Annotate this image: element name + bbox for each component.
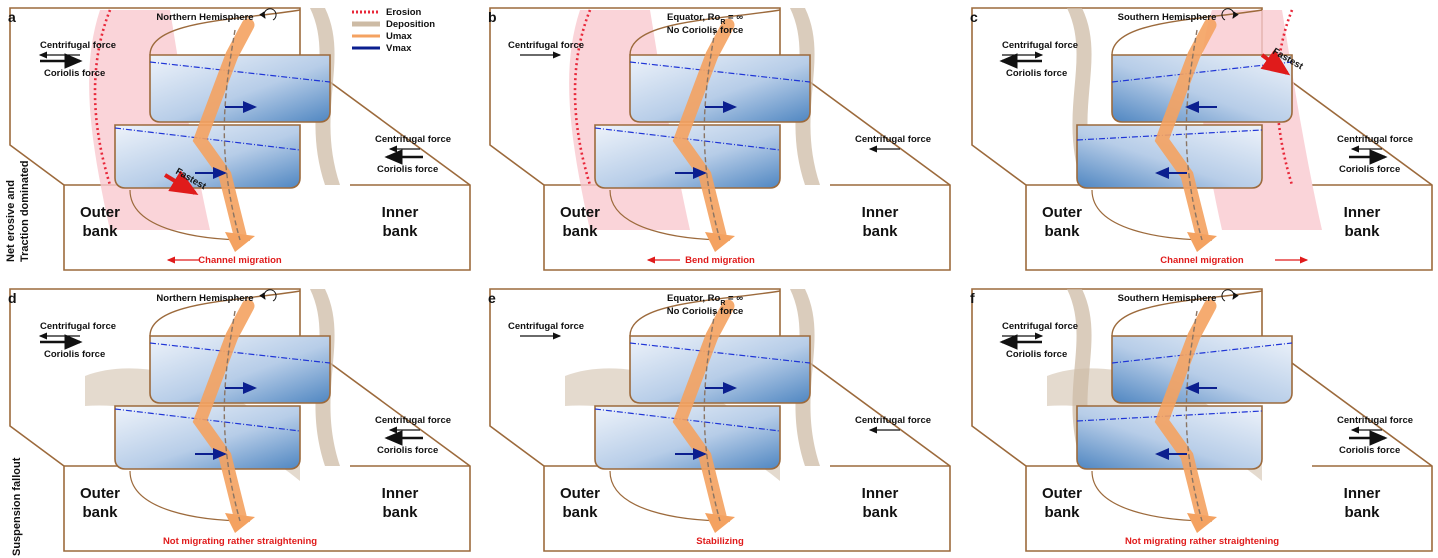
panel-letter-d: d: [8, 290, 17, 306]
panel-d: dNorthern HemisphereCentrifugal forceCor…: [8, 289, 470, 551]
panel-caption-f: Not migrating rather straightening: [1125, 536, 1279, 547]
inner-bank-label-2: bank: [382, 504, 418, 521]
panel-title-a: Northern Hemisphere: [156, 12, 253, 23]
panel-letter-a: a: [8, 9, 16, 25]
row-label-top-2: Traction dominated: [19, 161, 31, 262]
legend: Erosion Deposition Umax Vmax: [352, 7, 435, 54]
coriolis-label-inner: Coriolis force: [377, 164, 438, 175]
panel-title-d: Northern Hemisphere: [156, 293, 253, 304]
outer-bank-label-2: bank: [562, 504, 598, 521]
panel-f: fSouthern HemisphereCentrifugal forceCor…: [970, 289, 1432, 551]
inner-bank-label-1: Inner: [382, 485, 419, 502]
panel-subtitle-b: No Coriolis force: [667, 25, 744, 36]
outer-bank-label-1: Outer: [1042, 485, 1082, 502]
outer-bank-label-2: bank: [82, 223, 118, 240]
coriolis-label-inner: Coriolis force: [1339, 164, 1400, 175]
panel-title-c: Southern Hemisphere: [1118, 12, 1217, 23]
legend-erosion-label: Erosion: [386, 7, 422, 18]
panels-container: FastestaNorthern HemisphereCentrifugal f…: [8, 8, 1432, 551]
centrifugal-label-inner: Centrifugal force: [1337, 415, 1413, 426]
panel-c: FastestcSouthern HemisphereCentrifugal f…: [970, 8, 1432, 270]
outer-bank-label-2: bank: [82, 504, 118, 521]
centrifugal-label-outer: Centrifugal force: [508, 40, 584, 51]
inner-bank-label-2: bank: [862, 223, 898, 240]
coriolis-label-outer: Coriolis force: [1006, 349, 1067, 360]
inner-bank-label-2: bank: [382, 223, 418, 240]
coriolis-label-outer: Coriolis force: [44, 349, 105, 360]
inner-bank-label-1: Inner: [862, 204, 899, 221]
row-label-bottom: Suspension fallout: [11, 457, 23, 556]
inner-bank-label-2: bank: [1344, 223, 1380, 240]
coriolis-label-inner: Coriolis force: [377, 445, 438, 456]
panel-caption-a: Channel migration: [198, 255, 282, 266]
legend-vmax-label: Vmax: [386, 43, 412, 54]
outer-bank-label-2: bank: [562, 223, 598, 240]
centrifugal-label-inner: Centrifugal force: [375, 134, 451, 145]
cross-section-upstream: [1112, 336, 1292, 403]
outer-bank-label-1: Outer: [560, 485, 600, 502]
cross-section-upstream: [1112, 55, 1292, 122]
legend-deposition-label: Deposition: [386, 19, 435, 30]
inner-bank-label-2: bank: [1344, 504, 1380, 521]
panel-caption-e: Stabilizing: [696, 536, 744, 547]
panel-title-f: Southern Hemisphere: [1118, 293, 1217, 304]
panel-e: eEquator, RoR = ∞No Coriolis forceCentri…: [488, 289, 950, 551]
outer-bank-label-2: bank: [1044, 223, 1080, 240]
centrifugal-label-inner: Centrifugal force: [855, 134, 931, 145]
centrifugal-label-outer: Centrifugal force: [40, 40, 116, 51]
row-label-top-1: Net erosive and: [5, 180, 17, 262]
outer-bank-label-1: Outer: [80, 204, 120, 221]
centrifugal-label-outer: Centrifugal force: [1002, 40, 1078, 51]
panel-letter-c: c: [970, 9, 978, 25]
panel-letter-e: e: [488, 290, 496, 306]
panel-caption-c: Channel migration: [1160, 255, 1244, 266]
inner-bank-label-1: Inner: [1344, 204, 1381, 221]
inner-bank-label-1: Inner: [862, 485, 899, 502]
outer-bank-label-1: Outer: [80, 485, 120, 502]
panel-subtitle-e: No Coriolis force: [667, 306, 744, 317]
outer-bank-label-1: Outer: [560, 204, 600, 221]
panel-b: bEquator, RoR = ∞No Coriolis forceCentri…: [488, 8, 950, 270]
panel-letter-b: b: [488, 9, 497, 25]
outer-bank-label-1: Outer: [1042, 204, 1082, 221]
centrifugal-label-inner: Centrifugal force: [1337, 134, 1413, 145]
coriolis-label-outer: Coriolis force: [44, 68, 105, 79]
centrifugal-label-outer: Centrifugal force: [40, 321, 116, 332]
inner-bank-label-1: Inner: [1344, 485, 1381, 502]
coriolis-label-inner: Coriolis force: [1339, 445, 1400, 456]
legend-umax-label: Umax: [386, 31, 413, 42]
inner-bank-label-2: bank: [862, 504, 898, 521]
coriolis-label-outer: Coriolis force: [1006, 68, 1067, 79]
centrifugal-label-outer: Centrifugal force: [1002, 321, 1078, 332]
panel-caption-b: Bend migration: [685, 255, 755, 266]
panel-caption-d: Not migrating rather straightening: [163, 536, 317, 547]
centrifugal-label-inner: Centrifugal force: [375, 415, 451, 426]
panel-letter-f: f: [970, 290, 975, 306]
outer-bank-label-2: bank: [1044, 504, 1080, 521]
centrifugal-label-inner: Centrifugal force: [855, 415, 931, 426]
inner-bank-label-1: Inner: [382, 204, 419, 221]
centrifugal-label-outer: Centrifugal force: [508, 321, 584, 332]
